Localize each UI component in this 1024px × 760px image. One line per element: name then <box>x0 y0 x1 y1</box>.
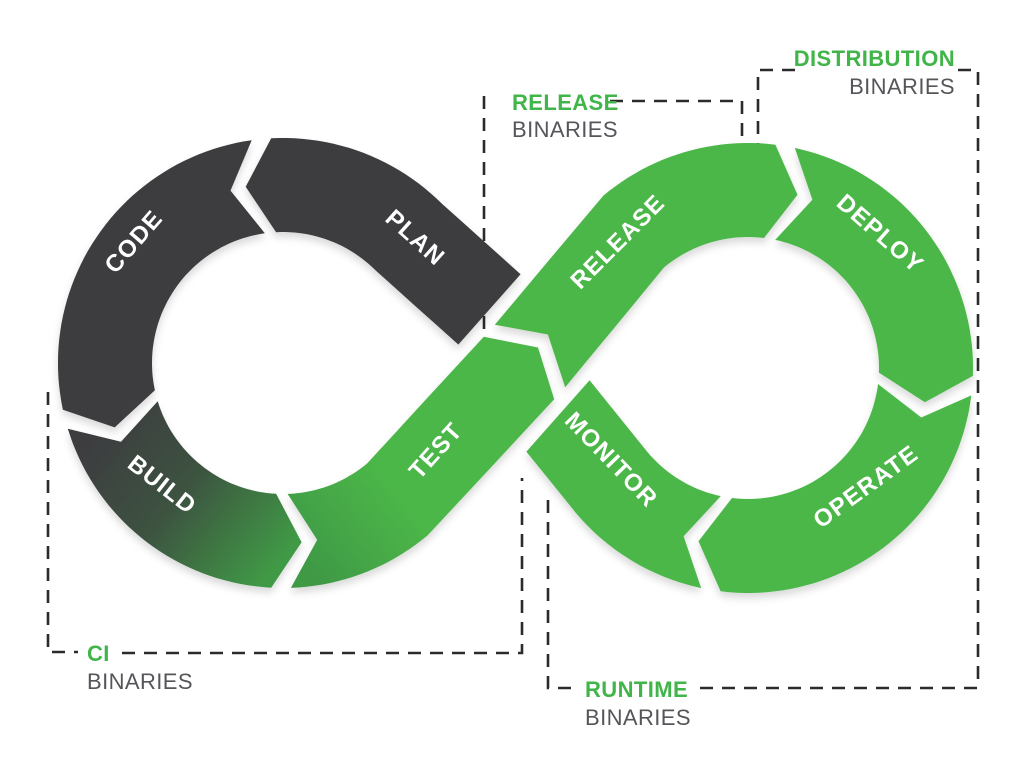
annotation-boxes <box>46 68 980 690</box>
ci-binaries-title: CI <box>87 641 110 666</box>
segment-monitor <box>521 380 721 589</box>
runtime-binaries-box-outline <box>546 500 978 690</box>
segment-plan <box>245 138 521 345</box>
loop-segments <box>58 138 973 593</box>
distribution-binaries-title: DISTRIBUTION <box>794 46 955 71</box>
distribution-binaries-box-outline <box>756 68 980 688</box>
distribution-binaries-subtitle: BINARIES <box>849 74 955 99</box>
runtime-binaries-subtitle: BINARIES <box>585 705 691 730</box>
ci-binaries-box-outline <box>46 392 524 655</box>
segment-code <box>58 140 265 428</box>
annotation-labels: RELEASE BINARIES DISTRIBUTION BINARIES C… <box>87 46 955 730</box>
segment-release <box>494 143 798 388</box>
release-binaries-box-outline <box>482 96 744 332</box>
segment-operate <box>698 384 972 593</box>
runtime-binaries-title: RUNTIME <box>585 677 688 702</box>
segment-build <box>67 401 302 588</box>
release-binaries-title: RELEASE <box>512 90 619 115</box>
release-binaries-subtitle: BINARIES <box>512 117 618 142</box>
segment-test <box>287 336 555 588</box>
ci-binaries-subtitle: BINARIES <box>87 669 193 694</box>
segment-deploy <box>775 147 973 403</box>
